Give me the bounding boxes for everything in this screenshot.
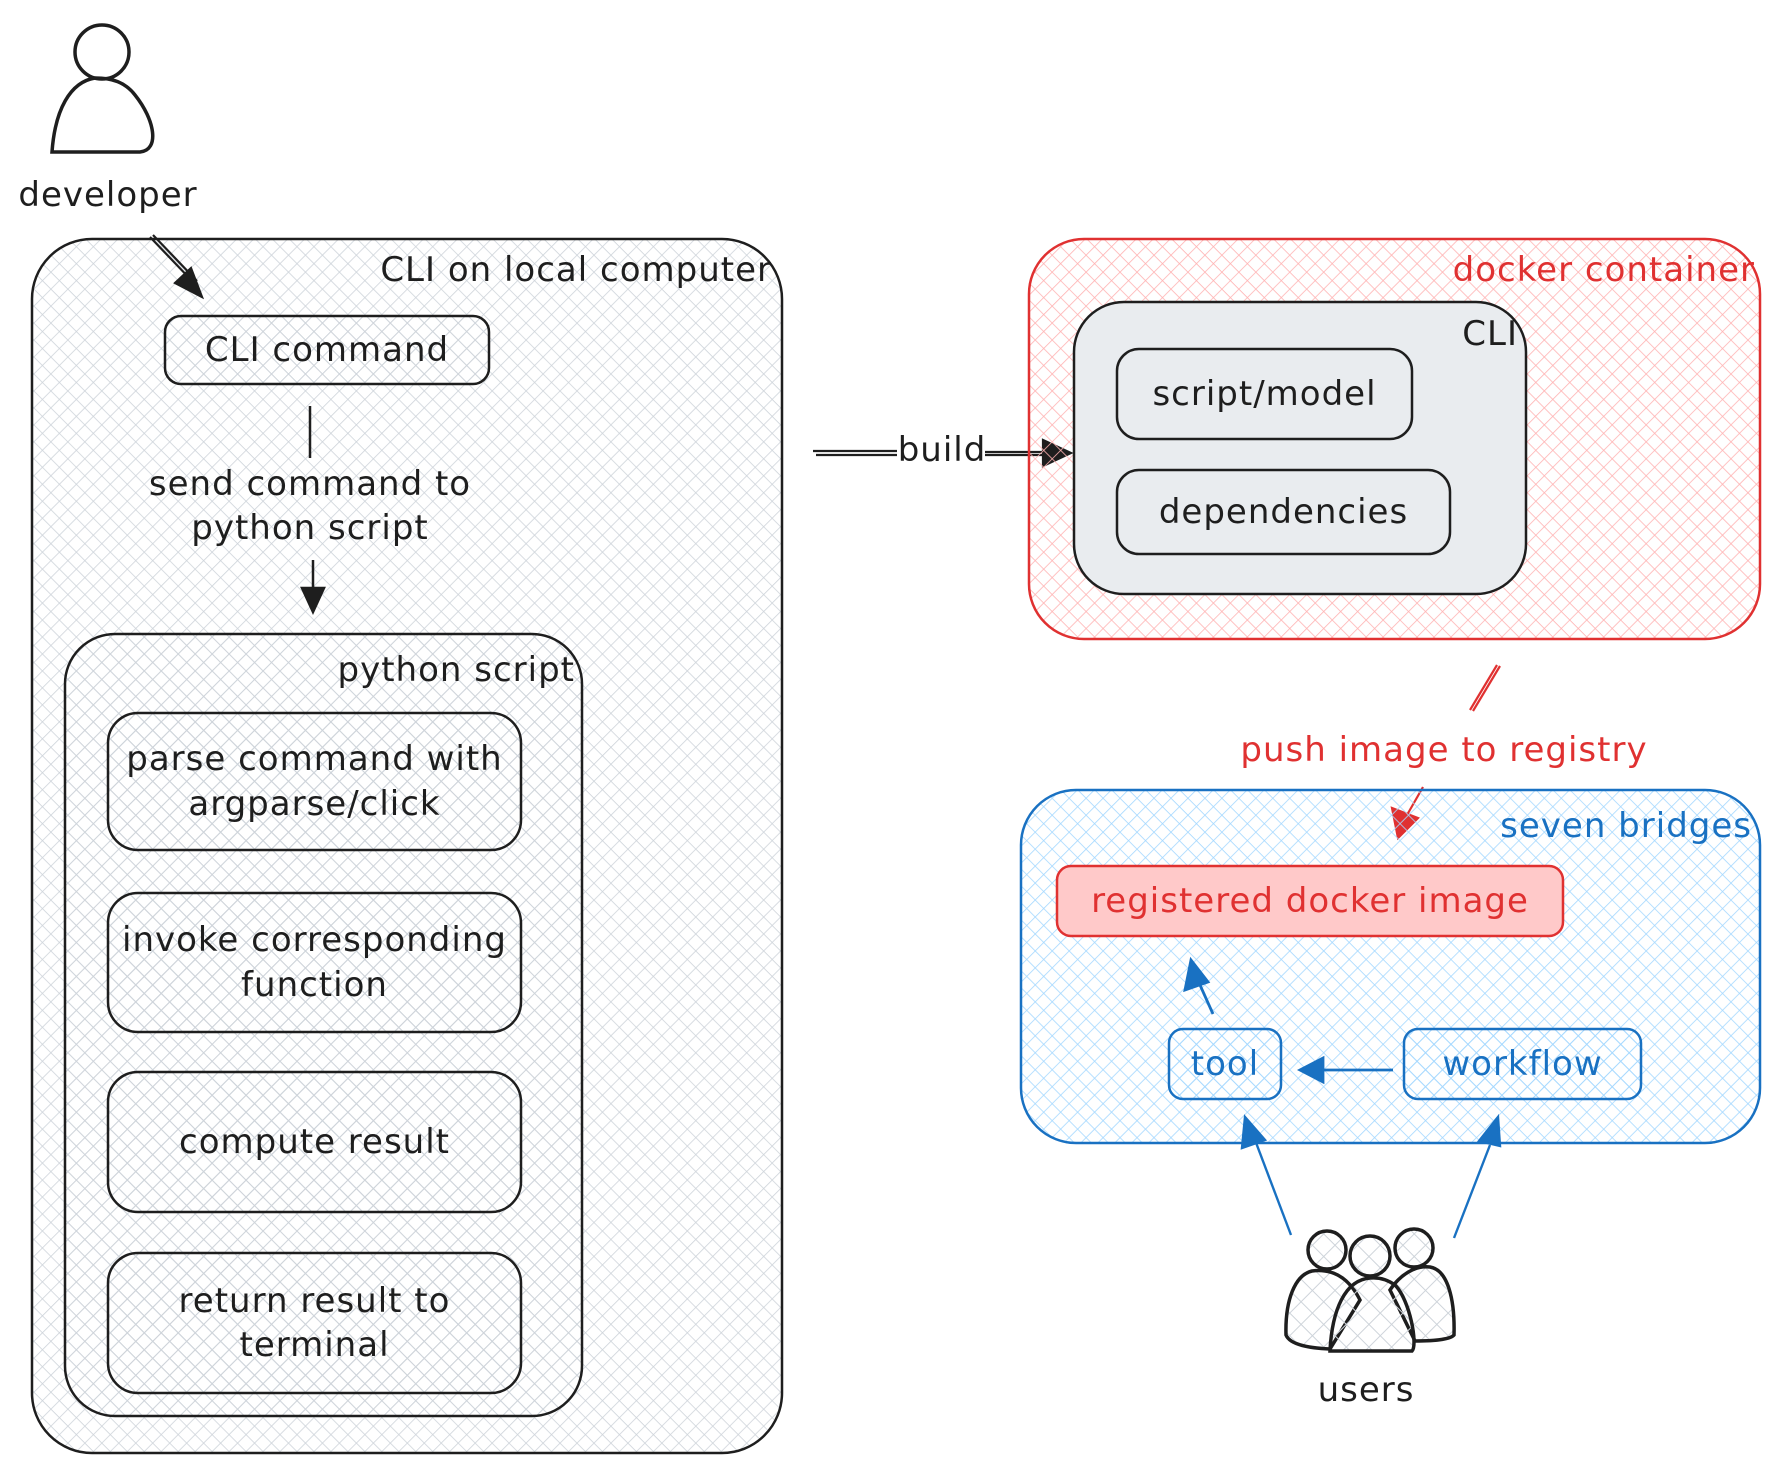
- compute-step-label: compute result: [179, 1121, 450, 1162]
- cli-command-box: [163, 314, 491, 386]
- return-step-box: [106, 1251, 523, 1395]
- docker-container-title: docker container: [1452, 250, 1755, 290]
- parse-step-label: parse command with argparse/click: [126, 739, 503, 824]
- developer-to-cli-arrow: [149, 234, 205, 300]
- registered-image-box: [1055, 864, 1565, 938]
- cli-command-label: CLI command: [204, 329, 450, 370]
- invoke-step-label: invoke corresponding function: [122, 920, 507, 1005]
- tool-box: [1167, 1027, 1283, 1101]
- users-label: users: [1317, 1370, 1415, 1410]
- return-step-label: return result to terminal: [178, 1280, 451, 1365]
- workflow-to-tool-arrow: [1296, 1055, 1393, 1085]
- users-to-workflow-arrow: [1452, 1113, 1502, 1239]
- tool-to-image-arrow: [1183, 956, 1215, 1015]
- cli-container-title: CLI: [1462, 314, 1518, 354]
- cli-local-title: CLI on local computer: [380, 250, 772, 290]
- script-model-label: script/model: [1152, 373, 1377, 414]
- workflow-box: [1402, 1027, 1643, 1101]
- invoke-step-box: [106, 891, 523, 1034]
- parse-step-box: [106, 711, 523, 852]
- registered-image-label: registered docker image: [1091, 880, 1529, 921]
- developer-label: developer: [18, 175, 198, 215]
- push-image-label: push image to registry: [1240, 730, 1648, 770]
- users-group-icon: [1284, 1227, 1456, 1353]
- script-model-box: [1115, 347, 1414, 441]
- users-to-tool-arrow: [1240, 1114, 1293, 1236]
- tool-label: tool: [1190, 1043, 1260, 1084]
- python-script-title: python script: [337, 650, 575, 690]
- build-label: build: [897, 430, 987, 470]
- compute-step-box: [106, 1070, 523, 1214]
- send-command-arrow: [300, 406, 326, 616]
- seven-bridges-title: seven bridges: [1500, 806, 1752, 846]
- workflow-label: workflow: [1442, 1043, 1603, 1084]
- dependencies-label: dependencies: [1158, 491, 1409, 532]
- send-command-label: send command to python script: [148, 463, 472, 548]
- person-icon: [50, 23, 155, 154]
- dependencies-box: [1115, 468, 1452, 556]
